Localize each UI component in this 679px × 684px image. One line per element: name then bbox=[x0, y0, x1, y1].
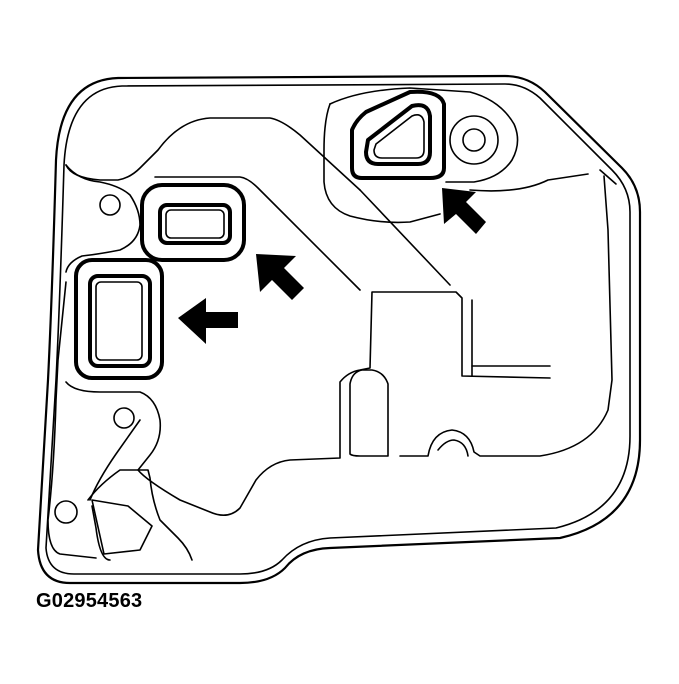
arrow-left-icon bbox=[178, 298, 238, 344]
seal-top bbox=[350, 89, 446, 180]
seal-center bbox=[140, 183, 246, 262]
bolt-hole-lower-left bbox=[54, 500, 78, 524]
figure-id-label: G02954563 bbox=[36, 590, 143, 612]
bolt-holes bbox=[54, 194, 135, 524]
top-boss bbox=[323, 87, 589, 224]
arrow-top-icon bbox=[442, 188, 486, 234]
seal-left bbox=[74, 258, 164, 380]
arrow-center-icon bbox=[256, 254, 304, 300]
inner-ribs bbox=[47, 117, 617, 561]
bolt-hole-upper-left bbox=[99, 194, 121, 216]
housing-outline bbox=[36, 74, 642, 585]
bolt-hole-mid-left bbox=[113, 407, 135, 429]
